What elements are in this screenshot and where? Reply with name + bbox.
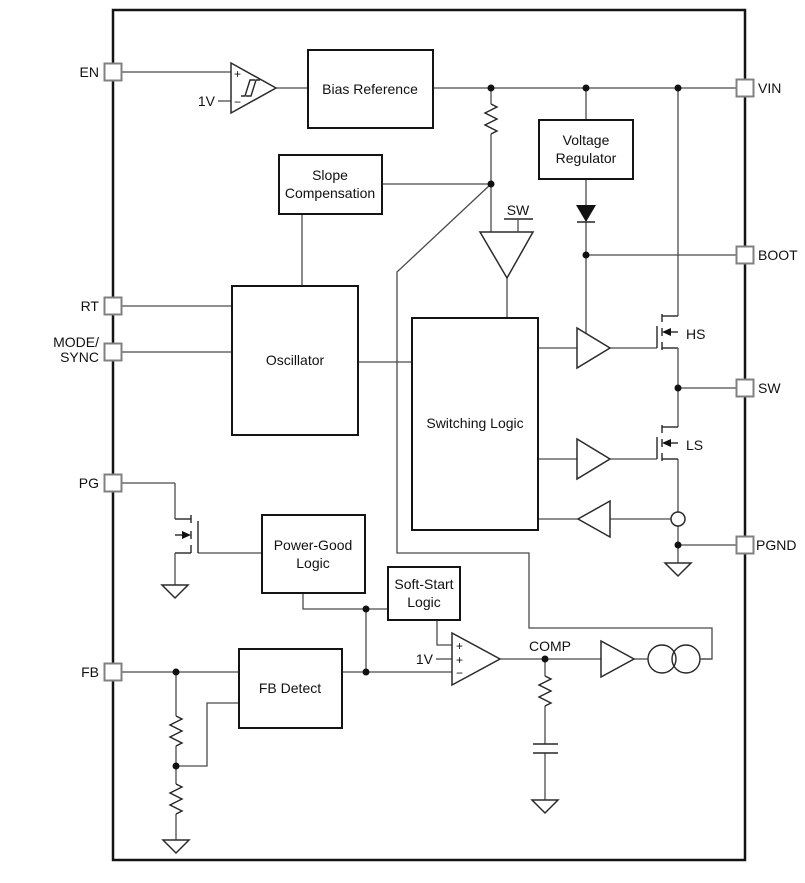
wire-en	[122, 71, 308, 102]
hysteresis-icon	[246, 79, 260, 97]
voltage-regulator-label-1: Voltage	[563, 132, 610, 148]
block-bias-reference: Bias Reference	[307, 49, 434, 129]
pin-fb: FB	[81, 662, 123, 682]
ground-icon-pgnd	[663, 562, 693, 578]
pin-vin: VIN	[735, 78, 781, 98]
pin-pg-label: PG	[79, 475, 99, 491]
minus-sign: −	[234, 95, 241, 109]
block-power-good-logic: Power-Good Logic	[261, 514, 366, 594]
error-amp-ref-label: 1V	[416, 651, 434, 667]
pin-pg: PG	[79, 473, 123, 493]
ground-icon-comp	[530, 799, 560, 815]
fb-detect-label: FB Detect	[259, 680, 321, 696]
pin-boot-label: BOOT	[758, 247, 798, 263]
slope-compensation-label-1: Slope	[312, 167, 348, 183]
plus-sign: +	[456, 653, 463, 667]
pin-pgnd-label: PGND	[756, 537, 796, 553]
sw-node-label: SW	[507, 202, 530, 218]
zero-cross-comparator	[576, 499, 686, 539]
hs-gate-driver	[576, 326, 612, 370]
pin-sw: SW	[735, 378, 781, 398]
pin-sw-label: SW	[758, 380, 781, 396]
pin-mode-sync-label-2: SYNC	[60, 349, 99, 365]
wire-vreg-boot	[585, 88, 737, 334]
hs-fet-label: HS	[686, 326, 705, 342]
block-switching-logic: Switching Logic	[411, 317, 539, 531]
oscillator-label: Oscillator	[266, 352, 325, 368]
pin-en: EN	[80, 62, 123, 82]
power-good-label-2: Logic	[296, 555, 329, 571]
pin-fb-label: FB	[81, 664, 99, 680]
pin-mode-sync-label-1: MODE/	[53, 334, 99, 350]
hs-mosfet-icon: HS	[656, 314, 705, 388]
plus-sign: +	[234, 67, 241, 81]
block-fb-detect: FB Detect	[238, 648, 343, 729]
bootstrap-diode-icon	[576, 205, 596, 223]
ls-mosfet-icon: LS	[656, 425, 703, 461]
wire-oscillator	[122, 305, 412, 363]
slope-compensation-label-2: Compensation	[285, 185, 375, 201]
zero-cross-bubble-icon	[670, 511, 686, 527]
junction-dots	[172, 84, 682, 770]
pin-vin-label: VIN	[758, 80, 781, 96]
comp-node-label: COMP	[529, 638, 571, 654]
current-source-icon	[647, 644, 712, 674]
block-soft-start-logic: Soft-Start Logic	[387, 566, 461, 621]
ground-icon-pg	[160, 584, 190, 600]
wire-soft-start	[436, 620, 452, 660]
ls-fet-label: LS	[686, 437, 703, 453]
wire-sw-pgnd	[677, 387, 737, 563]
plus-sign: +	[456, 639, 463, 653]
en-ref-label: 1V	[198, 93, 216, 109]
bias-reference-label: Bias Reference	[322, 81, 418, 97]
chip-boundary	[111, 8, 747, 862]
minus-sign: −	[456, 666, 463, 680]
pin-pgnd: PGND	[735, 535, 796, 555]
comp-capacitor-icon	[533, 743, 558, 754]
error-amplifier: + + − 1V	[416, 631, 502, 687]
pin-rt-label: RT	[81, 298, 100, 314]
power-good-label-1: Power-Good	[274, 537, 353, 553]
block-oscillator: Oscillator	[231, 285, 359, 436]
fb-divider-resistor-bottom-icon	[168, 783, 184, 815]
comp-buffer	[600, 639, 636, 679]
pg-open-drain-mosfet-icon	[174, 515, 199, 585]
wire-gate-drive	[538, 347, 671, 520]
hysteresis-icon	[241, 79, 255, 97]
vin-sense-resistor-icon	[483, 103, 499, 135]
wire-slope-comp-path	[301, 183, 713, 660]
pin-rt: RT	[81, 296, 123, 316]
pin-mode-sync: MODE/ SYNC	[53, 334, 123, 365]
current-sense-comparator	[478, 231, 535, 280]
pin-boot: BOOT	[735, 245, 798, 265]
soft-start-label-1: Soft-Start	[394, 576, 453, 592]
switching-logic-label: Switching Logic	[426, 415, 523, 431]
en-comparator: + − 1V	[198, 61, 278, 115]
ground-icon-fb-divider	[161, 839, 191, 855]
ls-gate-driver	[576, 437, 612, 481]
wire-comp	[500, 658, 648, 800]
fb-divider-resistor-top-icon	[168, 715, 184, 747]
wire-current-sense	[382, 88, 508, 318]
wire-power-good	[122, 482, 388, 672]
pin-en-label: EN	[80, 64, 99, 80]
block-voltage-regulator: Voltage Regulator	[538, 119, 634, 180]
sw-internal-node-label: SW	[504, 202, 533, 232]
voltage-regulator-label-2: Regulator	[556, 150, 617, 166]
wire-feedback	[122, 671, 452, 840]
comp-resistor-icon	[537, 675, 553, 707]
block-slope-compensation: Slope Compensation	[278, 154, 383, 215]
soft-start-label-2: Logic	[407, 594, 440, 610]
